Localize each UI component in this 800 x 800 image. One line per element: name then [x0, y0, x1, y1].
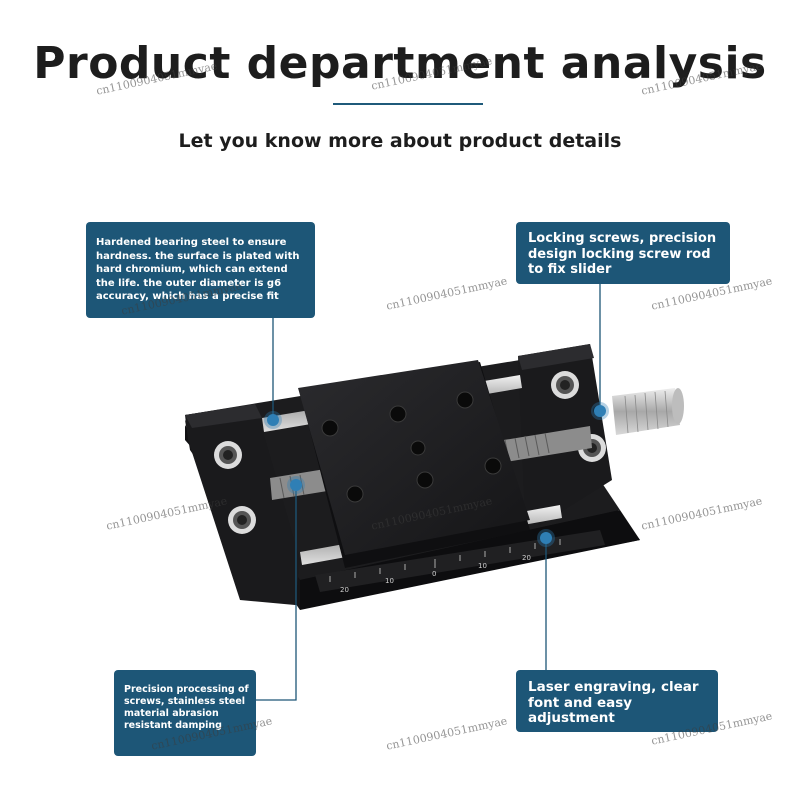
callout-pointer-dot	[267, 414, 279, 426]
callout-bearing-steel: Hardened bearing steel to ensure hardnes…	[86, 222, 315, 318]
scale-label: 0	[432, 570, 436, 578]
callout-precision-screws: Precision processing of screws, stainles…	[114, 670, 256, 756]
scale-label: 10	[385, 577, 394, 585]
page-subtitle: Let you know more about product details	[178, 130, 622, 152]
scale-label: 20	[340, 586, 349, 594]
slider-carriage-top	[298, 360, 530, 555]
callout-locking-screws: Locking screws, precision design locking…	[516, 222, 730, 284]
carriage-mount-hole	[456, 391, 474, 409]
title-underline	[333, 103, 483, 105]
carriage-mount-hole	[410, 440, 426, 456]
scale-label: 20	[522, 554, 531, 562]
page-title: Product department analysis	[33, 38, 767, 89]
callout-pointer-dot	[594, 405, 606, 417]
left-end-block	[185, 404, 300, 605]
callout-pointer-dot	[290, 479, 302, 491]
callout-pointer-dot	[540, 532, 552, 544]
callout-laser-engraving: Laser engraving, clear font and easy adj…	[516, 670, 718, 732]
scale-label: 10	[478, 562, 487, 570]
carriage-mount-hole	[346, 485, 364, 503]
carriage-mount-hole	[484, 457, 502, 475]
carriage-mount-hole	[416, 471, 434, 489]
adjustment-knob	[612, 388, 680, 435]
carriage-mount-hole	[389, 405, 407, 423]
carriage-mount-hole	[321, 419, 339, 437]
